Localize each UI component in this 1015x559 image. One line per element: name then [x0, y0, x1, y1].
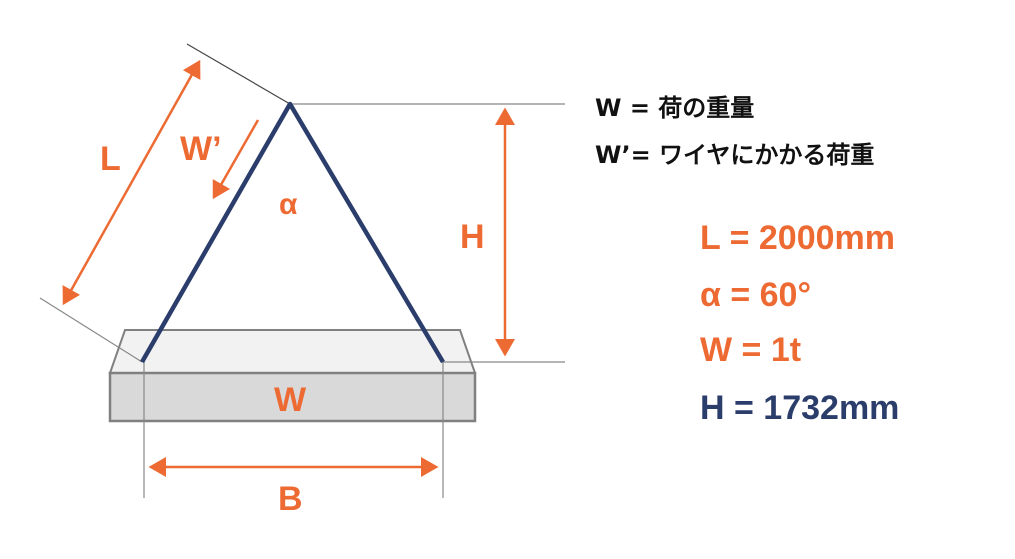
- extension-line-bottom: [39, 297, 143, 363]
- wire-load-arrow: [212, 119, 260, 200]
- load-block-top: [108, 329, 477, 374]
- label-angle: α: [279, 188, 298, 221]
- label-height: H: [460, 218, 485, 256]
- label-length: L: [100, 140, 121, 178]
- load-block-front: [108, 371, 477, 423]
- label-weight: W: [274, 381, 307, 419]
- value-angle: α = 60°: [700, 276, 812, 314]
- legend-wire-load-definition: W’= ワイヤにかかる荷重: [595, 141, 875, 169]
- label-wire-load: W’: [180, 130, 222, 168]
- length-arrow: [62, 59, 201, 306]
- legend-weight-definition: W = 荷の重量: [595, 94, 755, 122]
- value-length: L = 2000mm: [700, 219, 896, 257]
- value-height: H = 1732mm: [700, 389, 900, 427]
- value-weight: W = 1t: [700, 331, 802, 369]
- label-width: B: [278, 480, 303, 518]
- extension-line-top: [186, 43, 291, 105]
